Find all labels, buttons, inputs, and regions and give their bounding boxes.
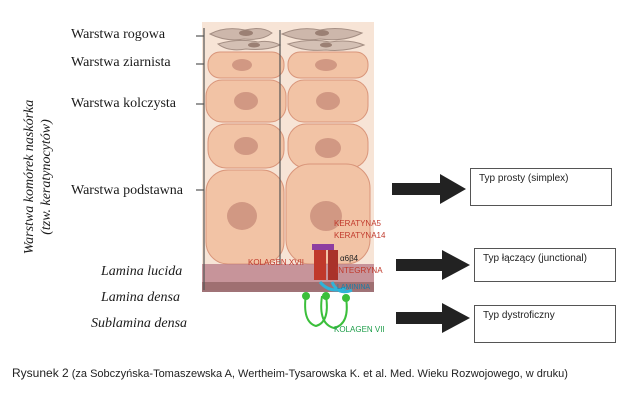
basal-layer-cells xyxy=(205,163,371,265)
arrow-dystroficzny xyxy=(396,303,470,333)
caption-lead: Rysunek 2 xyxy=(12,366,69,380)
side-title-line1: Warstwa komórek naskórka xyxy=(22,99,37,255)
caption-text: (za Sobczyńska-Tomaszewska A, Wertheim-T… xyxy=(68,368,568,380)
arrow-simplex xyxy=(392,174,466,204)
type-simplex-box: Typ prosty (simplex) xyxy=(470,168,612,206)
figure-caption: Rysunek 2 (za Sobczyńska-Tomaszewska A, … xyxy=(12,364,612,384)
horny-layer-cells xyxy=(208,28,366,51)
collagen-vii-fibrils xyxy=(302,292,350,330)
label-stratum-corneum: Warstwa rogowa xyxy=(70,27,167,43)
arrows xyxy=(392,174,470,333)
layer-brackets xyxy=(196,28,281,290)
label-a6b4: α6β4 xyxy=(340,254,359,263)
type-junctional-label: Typ łączący (junctional) xyxy=(483,253,587,264)
label-keratyna14: KERATYNA14 xyxy=(334,231,386,240)
type-simplex-label: Typ prosty (simplex) xyxy=(479,173,569,184)
label-integryna: INTEGRYNA xyxy=(336,266,383,275)
label-laminina: LAMININA xyxy=(337,284,371,291)
lamina-densa-band xyxy=(202,282,374,292)
spinous-layer-cells xyxy=(205,79,369,169)
label-stratum-basale: Warstwa podstawna xyxy=(70,183,185,199)
label-stratum-granulosum: Warstwa ziarnista xyxy=(70,55,172,71)
label-lamina-densa: Lamina densa xyxy=(100,290,181,306)
label-sublamina-densa: Sublamina densa xyxy=(90,316,189,332)
label-stratum-spinosum: Warstwa kolczysta xyxy=(70,96,177,112)
label-kolagen-xvii: KOLAGEN XVII xyxy=(248,258,305,267)
type-dystroficzny-label: Typ dystroficzny xyxy=(483,310,555,321)
label-lamina-lucida: Lamina lucida xyxy=(100,264,184,280)
side-title-line2: (tzw. keratynocytów) xyxy=(39,119,54,235)
hemidesmosome-complex xyxy=(312,244,353,294)
label-kolagen-vii: KOLAGEN VII xyxy=(334,325,385,334)
type-dystroficzny-box: Typ dystroficzny xyxy=(474,305,616,343)
arrow-junctional xyxy=(396,250,470,280)
granular-layer-cells xyxy=(207,51,369,79)
label-keratyna5: KERATYNA5 xyxy=(334,219,381,228)
type-junctional-box: Typ łączący (junctional) xyxy=(474,248,616,282)
side-title: Warstwa komórek naskórka (tzw. keratynoc… xyxy=(18,62,58,292)
